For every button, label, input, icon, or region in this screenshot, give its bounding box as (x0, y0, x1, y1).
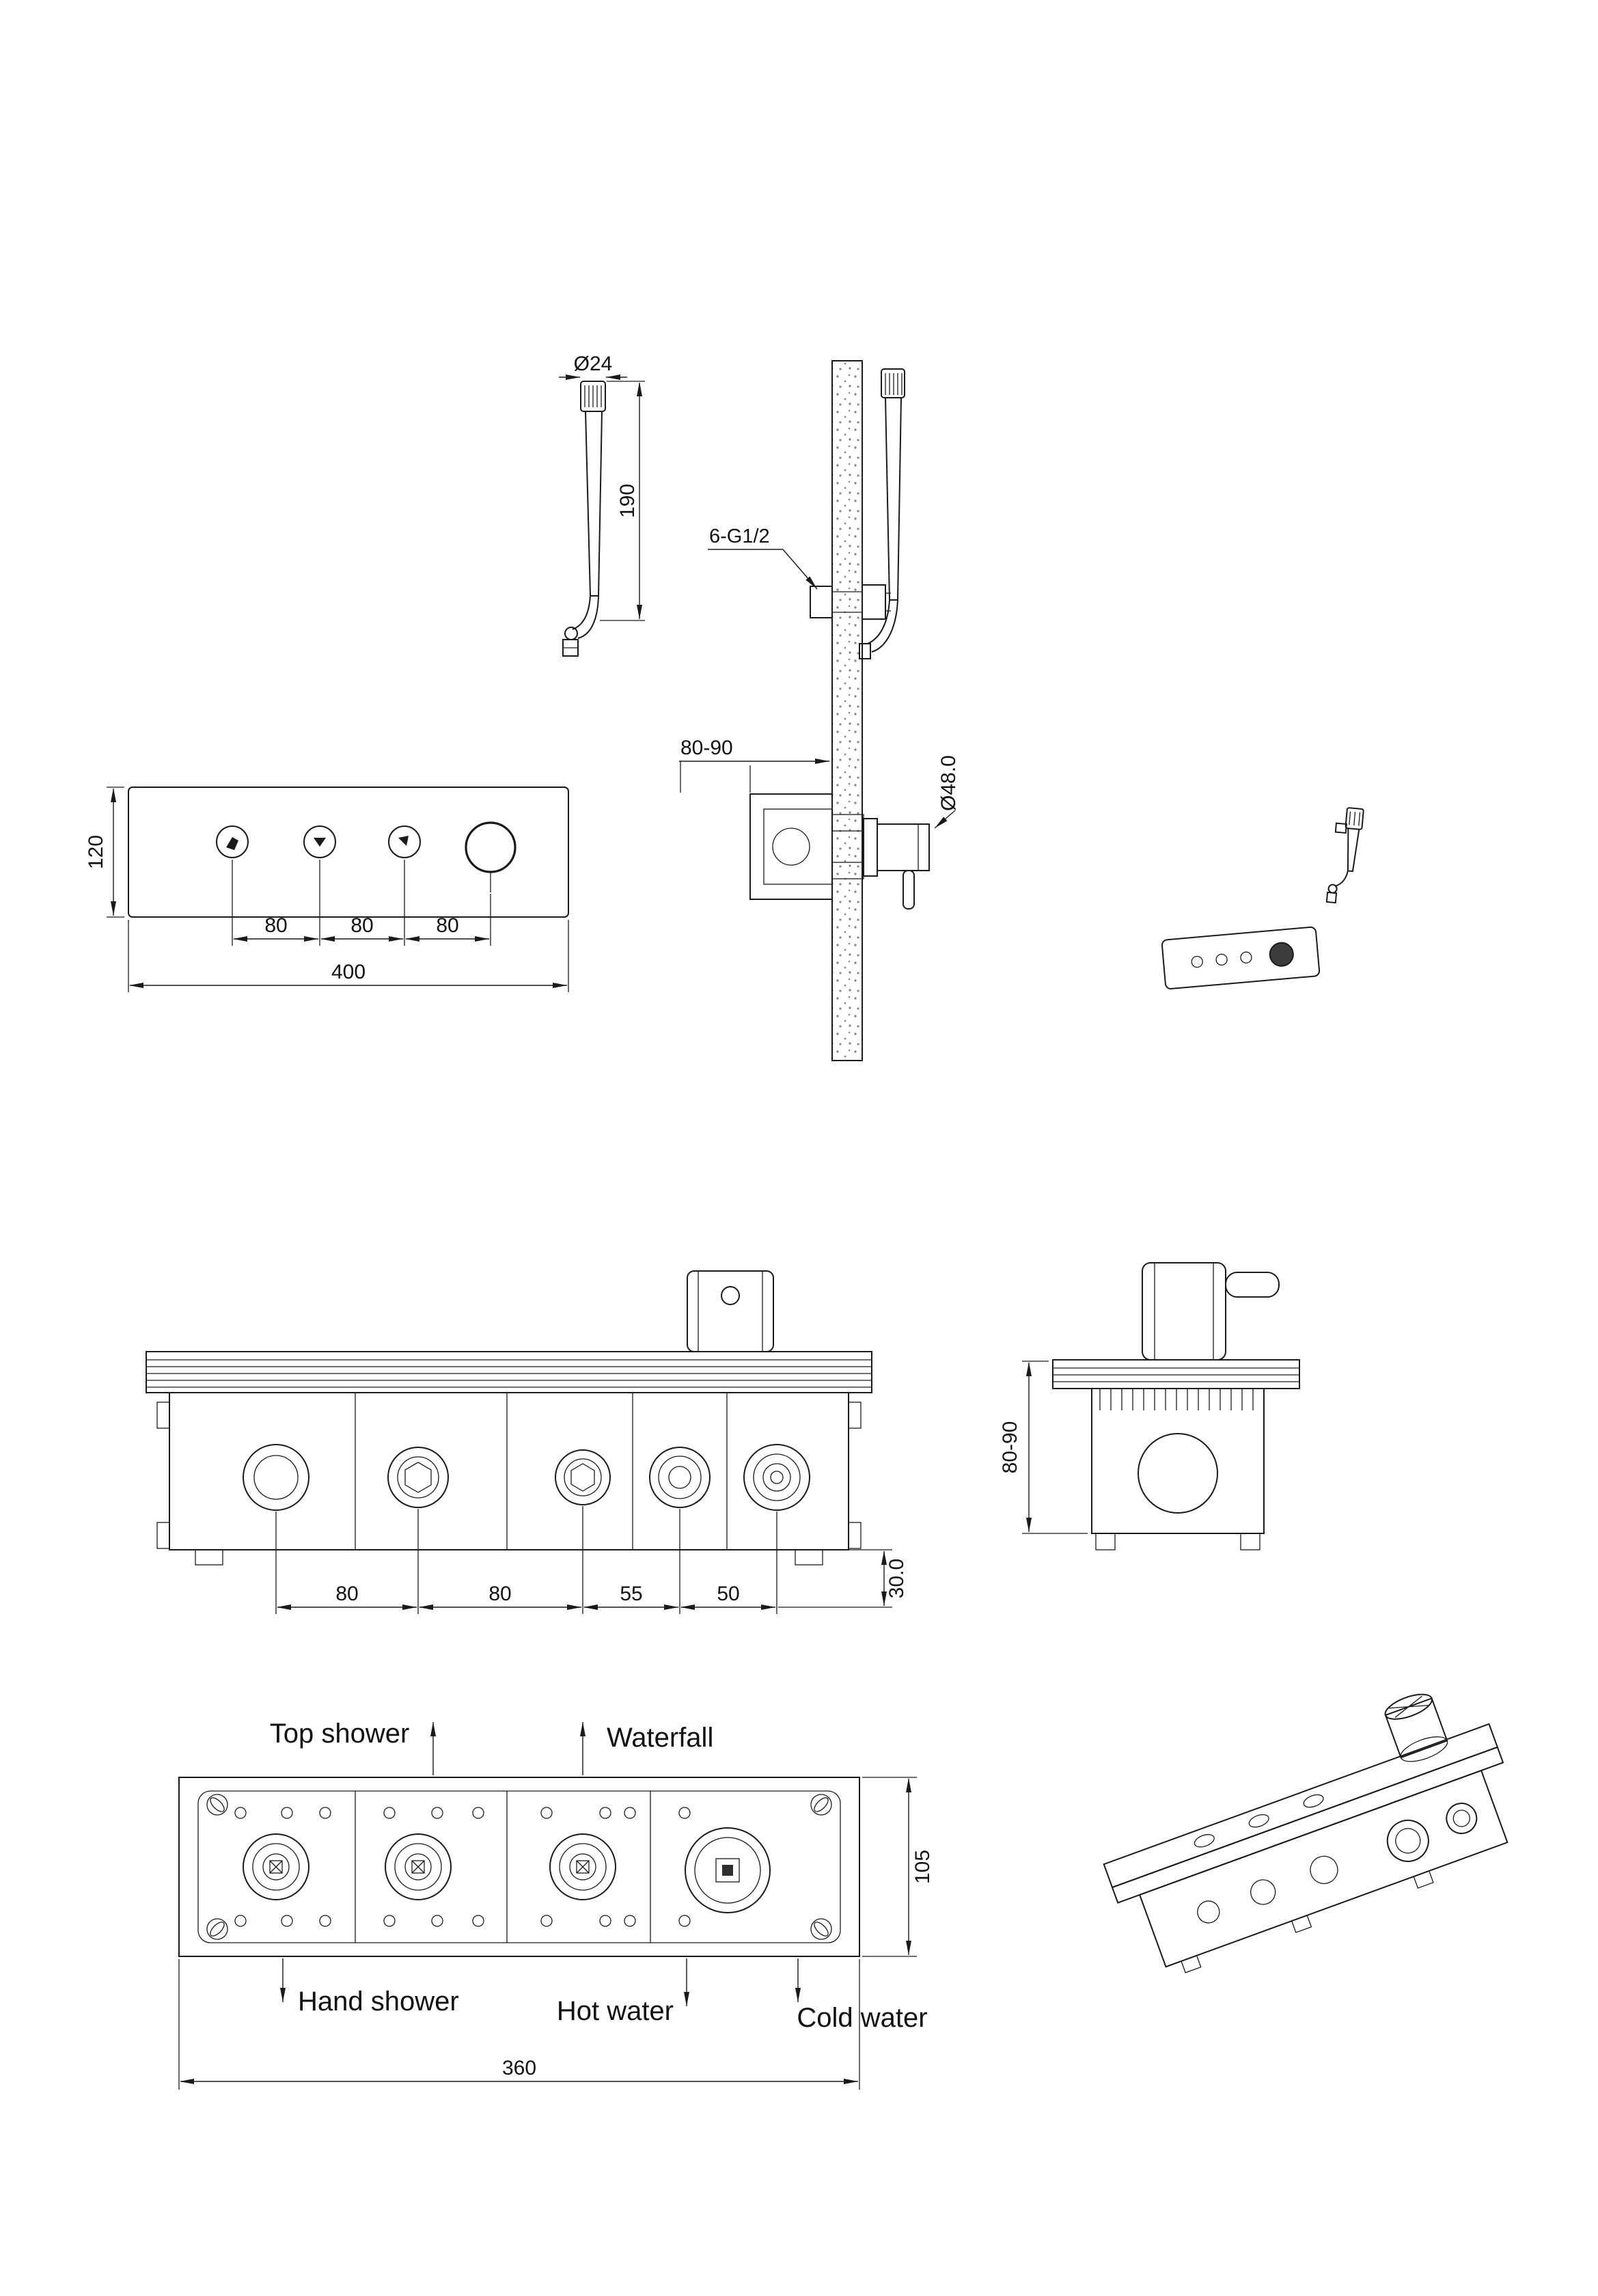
dim-label-vf-gap1: 80 (335, 1583, 358, 1605)
dim-label-panel-gap3: 80 (436, 914, 458, 937)
valve-body-side (1091, 1388, 1265, 1534)
rough-port-1 (243, 1833, 309, 1900)
button-icon-2 (314, 838, 326, 847)
panel-small-knob (1269, 942, 1294, 967)
valve-side-dimensions: 80-90 (999, 1361, 1088, 1534)
dim-label-length190: 190 (616, 484, 639, 518)
valve-handle-front (687, 1270, 774, 1352)
iso-plate-edge (1111, 1746, 1504, 1904)
rough-in-port-labels: Top shower Waterfall Hand shower Hot wat… (270, 1719, 928, 2033)
panel-button-3 (388, 825, 421, 858)
button-icon-1 (226, 837, 238, 850)
hand-shower-dimensions: Ø24 190 (559, 353, 645, 621)
dim-label-panel-width: 400 (331, 961, 366, 983)
valve-body-front (169, 1392, 849, 1550)
port-1 (243, 1444, 309, 1511)
label-hand-shower: Hand shower (298, 1986, 459, 2017)
wall-section-view: 6-G1/2 80-90 Ø48.0 (679, 360, 960, 1061)
corner-mount-tabs (206, 1794, 832, 1940)
label-waterfall: Waterfall (607, 1723, 713, 1753)
port-4 (649, 1447, 711, 1508)
wall-valve-section (749, 793, 930, 910)
valve-plate-front (146, 1351, 872, 1393)
rough-port-2 (385, 1833, 452, 1900)
wall-depth-callout: 80-90 Ø48.0 (679, 737, 960, 829)
dim-label-vf-gap2: 80 (488, 1583, 511, 1605)
dim-label-thread: 6-G1/2 (709, 525, 770, 547)
hand-shower-detail-view: Ø24 190 (559, 353, 645, 657)
valve-side-view: 80-90 (999, 1262, 1300, 1550)
dim-label-dia24: Ø24 (574, 353, 613, 375)
dim-label-panel-gap1: 80 (264, 914, 287, 937)
port-2 (387, 1447, 449, 1508)
panel-button-2 (303, 825, 336, 858)
button-icon-3 (398, 836, 409, 846)
panel-knob (465, 821, 516, 873)
dim-label-box-height: 105 (911, 1850, 934, 1884)
iso-knob (1384, 1697, 1448, 1759)
valve-front-view: 80 80 55 50 30.0 (146, 1270, 908, 1614)
dim-label-vf-offset: 30.0 (885, 1559, 908, 1598)
valve-plate-side (1052, 1359, 1300, 1389)
rough-port-3 (549, 1833, 616, 1900)
dim-label-panel-gap2: 80 (350, 914, 373, 937)
iso-body (1138, 1769, 1509, 1968)
thread-callout: 6-G1/2 (708, 525, 818, 590)
hand-shower-small-view (1325, 807, 1364, 904)
rough-in-dimensions: 105 360 (178, 1777, 934, 2090)
panel-plate (128, 787, 569, 918)
dim-label-panel-height: 120 (85, 835, 107, 869)
dim-label-vf-gap3: 55 (620, 1583, 642, 1605)
dim-label-box-width: 360 (502, 2057, 536, 2079)
panel-button-1 (216, 825, 249, 858)
label-cold-water: Cold water (797, 2003, 927, 2033)
valve-front-dimensions: 80 80 55 50 30.0 (275, 1506, 908, 1614)
rough-port-main (685, 1827, 771, 1913)
dim-label-vf-gap4: 50 (717, 1583, 739, 1605)
wall-hand-shower (810, 368, 905, 659)
panel-front-view: 120 80 80 80 400 (85, 787, 569, 992)
label-top-shower: Top shower (270, 1719, 410, 1749)
panel-dimensions: 120 80 80 80 400 (85, 787, 569, 992)
port-5 (743, 1444, 810, 1511)
isometric-view (1103, 1693, 1509, 1973)
panel-small-view (1161, 926, 1321, 989)
screw-holes (234, 1807, 691, 1927)
port-3 (555, 1449, 611, 1505)
dim-label-knob-dia: Ø48.0 (937, 755, 960, 811)
rough-in-plan-view: Top shower Waterfall Hand shower Hot wat… (178, 1719, 934, 2090)
label-hot-water: Hot water (557, 1996, 674, 2026)
valve-lever (1225, 1272, 1280, 1298)
dim-label-side-depth: 80-90 (999, 1421, 1021, 1474)
iso-plate-top (1103, 1723, 1499, 1889)
wall-cross-section (831, 360, 863, 1061)
dim-label-wall-depth: 80-90 (680, 737, 733, 759)
rough-in-box (178, 1777, 860, 1957)
